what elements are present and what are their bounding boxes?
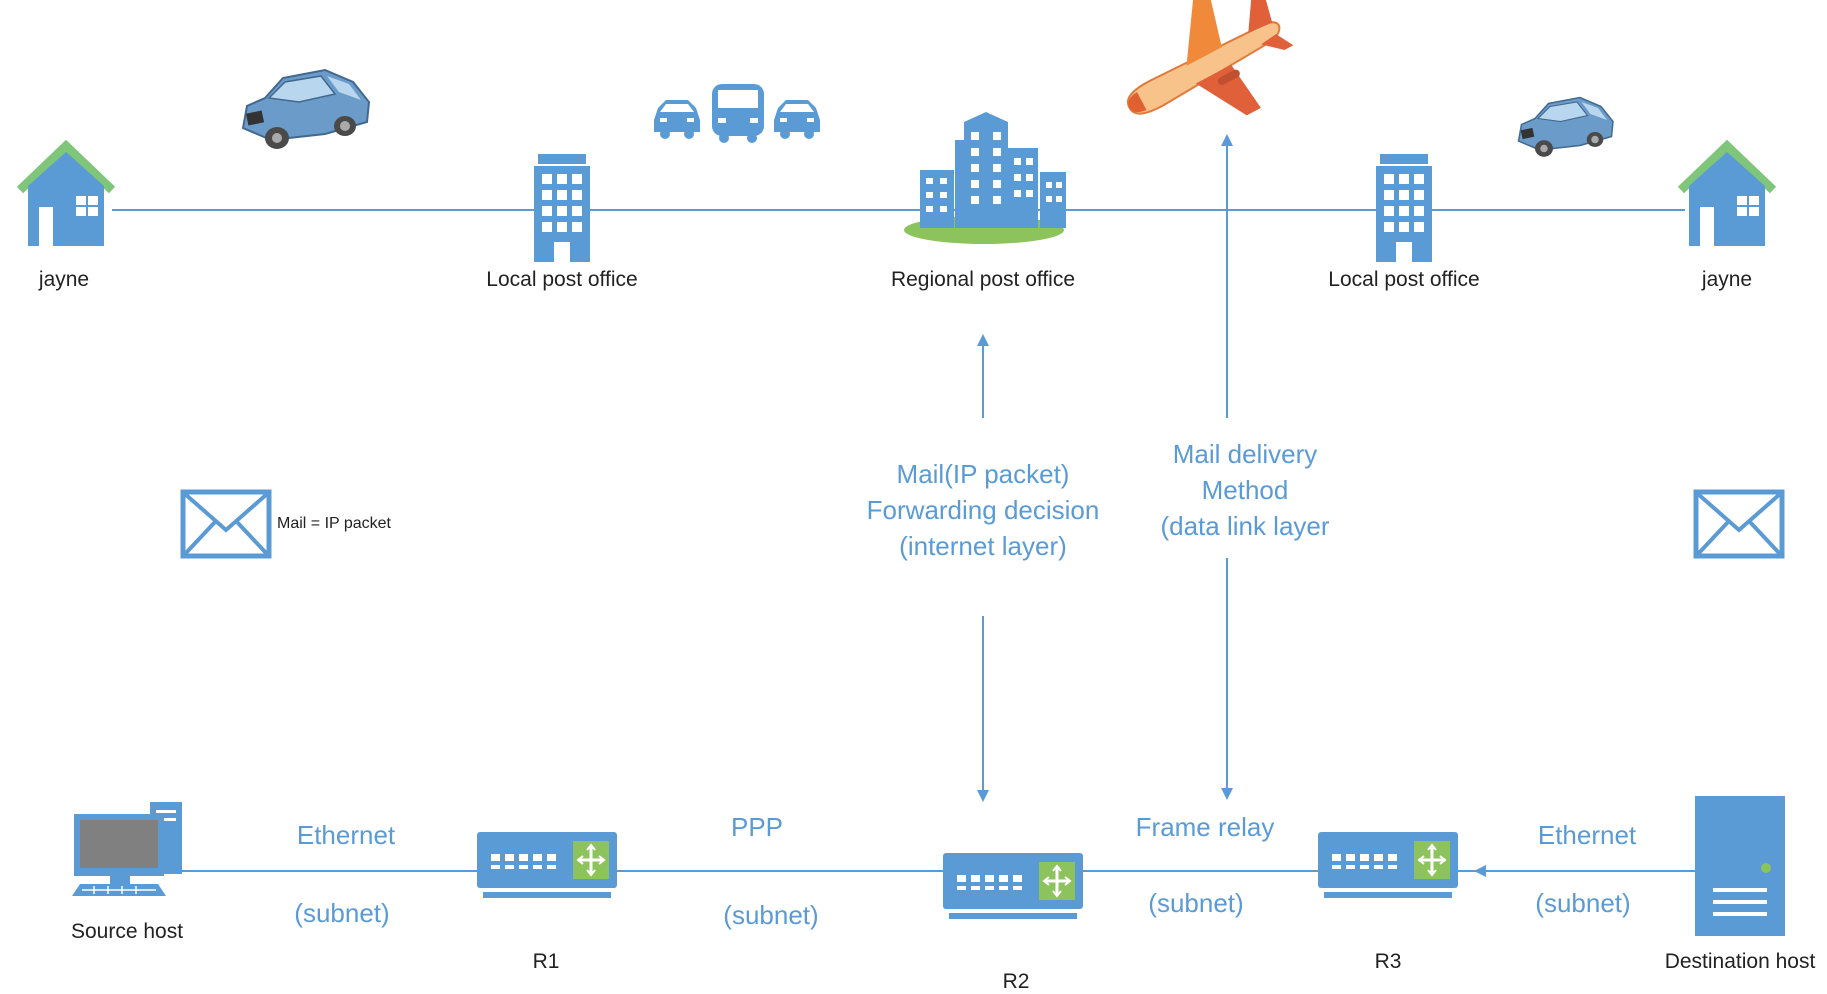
right-post-office-label: Local post office [1328, 268, 1480, 291]
left-house-icon [20, 146, 112, 246]
router-r3-label: R3 [1374, 950, 1402, 973]
left-house-label: jayne [38, 268, 90, 291]
router-r1-label: R1 [532, 950, 560, 973]
envelope-icon-left [183, 492, 269, 556]
forwarding-line-1: Mail(IP packet) [896, 459, 1070, 489]
link2-protocol-label: PPP [730, 812, 784, 842]
source-host-label: Source host [70, 920, 184, 943]
delivery-line-2: Method [1201, 475, 1289, 505]
right-post-office-icon [1376, 154, 1432, 262]
link1-subnet-label: (subnet) [294, 898, 390, 928]
delivery-method-text: Mail delivery Method (data link layer [1160, 436, 1329, 544]
regional-post-office-label: Regional post office [890, 268, 1076, 291]
link2-subnet-label: (subnet) [723, 900, 819, 930]
link3-protocol-label: Frame relay [1135, 812, 1275, 842]
right-house-icon [1681, 146, 1773, 246]
car-icon-left [242, 69, 370, 150]
router-r2-label: R2 [1002, 970, 1030, 993]
source-host-computer-icon [72, 802, 182, 896]
link1-protocol-label: Ethernet [296, 820, 396, 850]
delivery-line-3: (data link layer [1160, 511, 1330, 541]
router-r1-icon [475, 830, 619, 900]
router-r2-icon [941, 851, 1085, 921]
regional-post-office-icon [904, 112, 1066, 244]
link3-subnet-label: (subnet) [1148, 888, 1244, 918]
right-house-label: jayne [1701, 268, 1753, 291]
destination-server-icon [1695, 796, 1785, 936]
link4-protocol-label: Ethernet [1537, 820, 1637, 850]
airplane-icon [1127, 0, 1294, 116]
traffic-vehicles-icon [654, 84, 820, 143]
destination-host-label: Destination host [1664, 950, 1816, 973]
router-r3-icon [1316, 830, 1460, 900]
forwarding-decision-text: Mail(IP packet) Forwarding decision (int… [867, 456, 1100, 564]
left-post-office-icon [534, 154, 590, 262]
left-post-office-label: Local post office [486, 268, 638, 291]
delivery-line-1: Mail delivery [1172, 439, 1318, 469]
envelope-legend-label: Mail = IP packet [277, 515, 391, 532]
car-icon-right [1517, 96, 1614, 158]
envelope-icon-right [1696, 492, 1782, 556]
forwarding-line-3: (internet layer) [899, 531, 1067, 561]
link4-subnet-label: (subnet) [1535, 888, 1631, 918]
forwarding-line-2: Forwarding decision [866, 495, 1100, 525]
